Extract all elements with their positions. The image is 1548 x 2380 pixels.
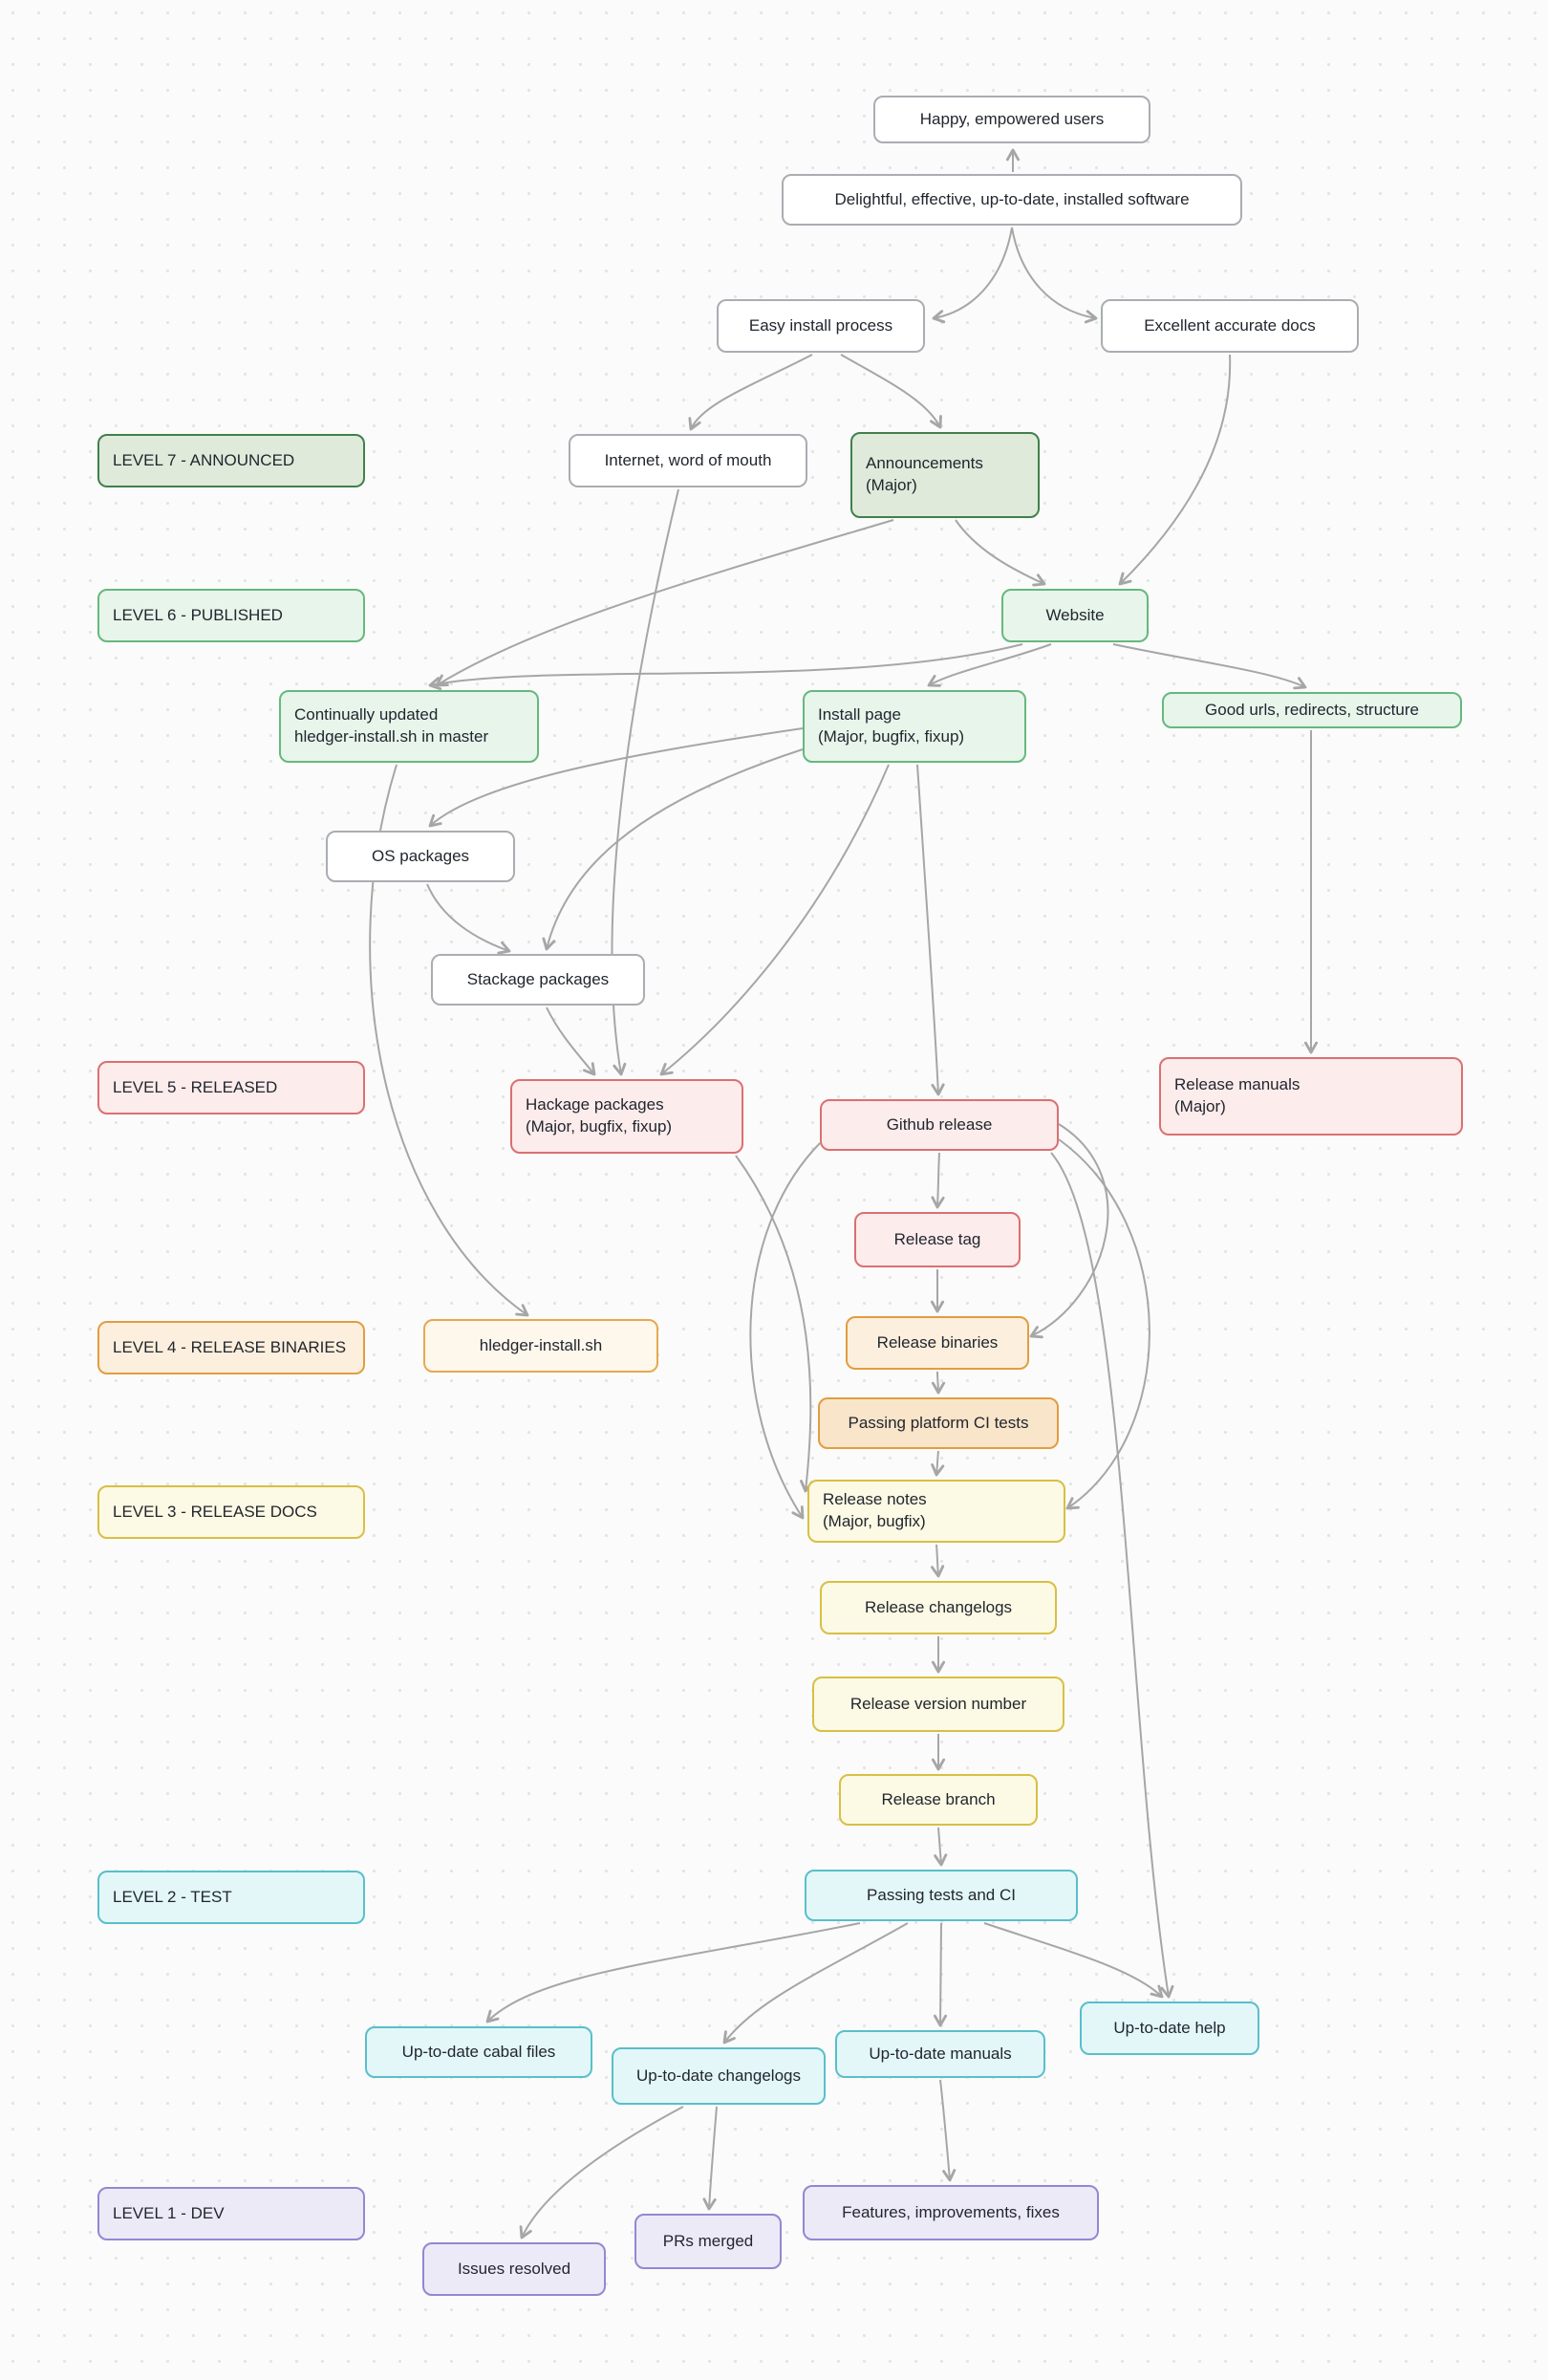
edge-excellent-docs-to-website	[1118, 354, 1232, 586]
edge-stackage-to-hackage	[546, 1006, 596, 1076]
edge-release-notes-to-changelogs	[931, 1544, 945, 1578]
level-label-2-test: LEVEL 2 - TEST	[97, 1871, 365, 1924]
node-features-improvements-fixes: Features, improvements, fixes	[803, 2185, 1099, 2240]
edge-utd-changelogs-to-prs	[702, 2106, 718, 2211]
node-utd-manuals: Up-to-date manuals	[835, 2030, 1045, 2078]
node-announcements: Announcements (Major)	[850, 432, 1040, 518]
level-label-7-announced: LEVEL 7 - ANNOUNCED	[97, 434, 365, 487]
node-os-packages: OS packages	[326, 831, 515, 882]
node-delightful-software: Delightful, effective, up-to-date, insta…	[782, 174, 1242, 226]
level-label-5-released: LEVEL 5 - RELEASED	[97, 1061, 365, 1114]
edge-announcements-to-website	[955, 519, 1046, 587]
edge-website-to-good-urls	[1112, 643, 1307, 690]
node-prs-merged: PRs merged	[634, 2214, 782, 2269]
edge-platform-ci-to-release-notes	[931, 1450, 945, 1477]
node-hackage-packages: Hackage packages (Major, bugfix, fixup)	[510, 1079, 743, 1154]
edge-announcements-to-continually	[435, 519, 894, 687]
node-website: Website	[1001, 589, 1149, 642]
node-issues-resolved: Issues resolved	[422, 2242, 606, 2296]
node-easy-install-process: Easy install process	[717, 299, 925, 353]
edge-passing-tests-to-cabal	[485, 1922, 861, 2023]
node-happy-users: Happy, empowered users	[873, 96, 1150, 143]
level-label-4-release-binaries: LEVEL 4 - RELEASE BINARIES	[97, 1321, 365, 1374]
node-passing-platform-ci: Passing platform CI tests	[818, 1397, 1059, 1449]
edge-website-to-continually	[428, 643, 1023, 691]
edge-delightful-to-easy-install	[932, 227, 1013, 324]
node-release-notes: Release notes (Major, bugfix)	[807, 1480, 1065, 1543]
level-label-3-release-docs: LEVEL 3 - RELEASE DOCS	[97, 1485, 365, 1539]
node-excellent-docs: Excellent accurate docs	[1101, 299, 1359, 353]
edge-passing-tests-to-utd-manuals	[933, 1922, 948, 2027]
edge-passing-tests-to-utd-help	[983, 1922, 1164, 1999]
edge-install-page-to-hackage	[659, 764, 890, 1076]
node-utd-help: Up-to-date help	[1080, 2001, 1259, 2055]
edge-easy-install-to-announcements	[840, 354, 942, 429]
node-continually-updated-install: Continually updated hledger-install.sh i…	[279, 690, 539, 763]
edge-passing-tests-to-utd-changelogs	[722, 1922, 909, 2045]
node-stackage-packages: Stackage packages	[431, 954, 645, 1006]
edge-easy-install-to-internet	[688, 354, 813, 431]
node-release-changelogs: Release changelogs	[820, 1581, 1057, 1634]
node-utd-changelogs: Up-to-date changelogs	[612, 2047, 826, 2105]
edge-install-page-to-github	[916, 764, 945, 1096]
node-install-page: Install page (Major, bugfix, fixup)	[803, 690, 1026, 763]
node-passing-tests-ci: Passing tests and CI	[805, 1870, 1078, 1921]
node-github-release: Github release	[820, 1099, 1059, 1151]
edge-delightful-to-excellent-docs	[1011, 227, 1098, 324]
node-release-branch: Release branch	[839, 1774, 1038, 1826]
node-utd-cabal-files: Up-to-date cabal files	[365, 2026, 592, 2078]
edge-github-to-release-tag	[931, 1152, 945, 1209]
edge-github-to-release-notes-right	[1058, 1138, 1150, 1510]
edge-hackage-to-release-notes	[735, 1155, 814, 1493]
level-label-1-dev: LEVEL 1 - DEV	[97, 2187, 365, 2240]
edge-github-to-release-notes-left	[749, 1142, 821, 1520]
node-release-binaries: Release binaries	[846, 1316, 1029, 1370]
node-release-manuals: Release manuals (Major)	[1159, 1057, 1463, 1136]
node-hledger-install-sh: hledger-install.sh	[423, 1319, 658, 1373]
node-release-version-number: Release version number	[812, 1677, 1064, 1732]
level-label-6-published: LEVEL 6 - PUBLISHED	[97, 589, 365, 642]
node-release-tag: Release tag	[854, 1212, 1021, 1267]
edge-github-to-binaries-right	[1029, 1123, 1109, 1339]
edge-binaries-to-platform-ci	[931, 1371, 946, 1395]
edge-utd-manuals-to-features	[939, 2079, 957, 2182]
edge-website-to-install-page	[927, 643, 1052, 687]
edge-branch-to-passing-tests	[934, 1827, 948, 1867]
edge-install-page-to-stackage	[542, 748, 804, 951]
node-good-urls: Good urls, redirects, structure	[1162, 692, 1462, 728]
edge-os-packages-to-stackage	[426, 883, 511, 955]
node-internet-word-of-mouth: Internet, word of mouth	[569, 434, 807, 487]
